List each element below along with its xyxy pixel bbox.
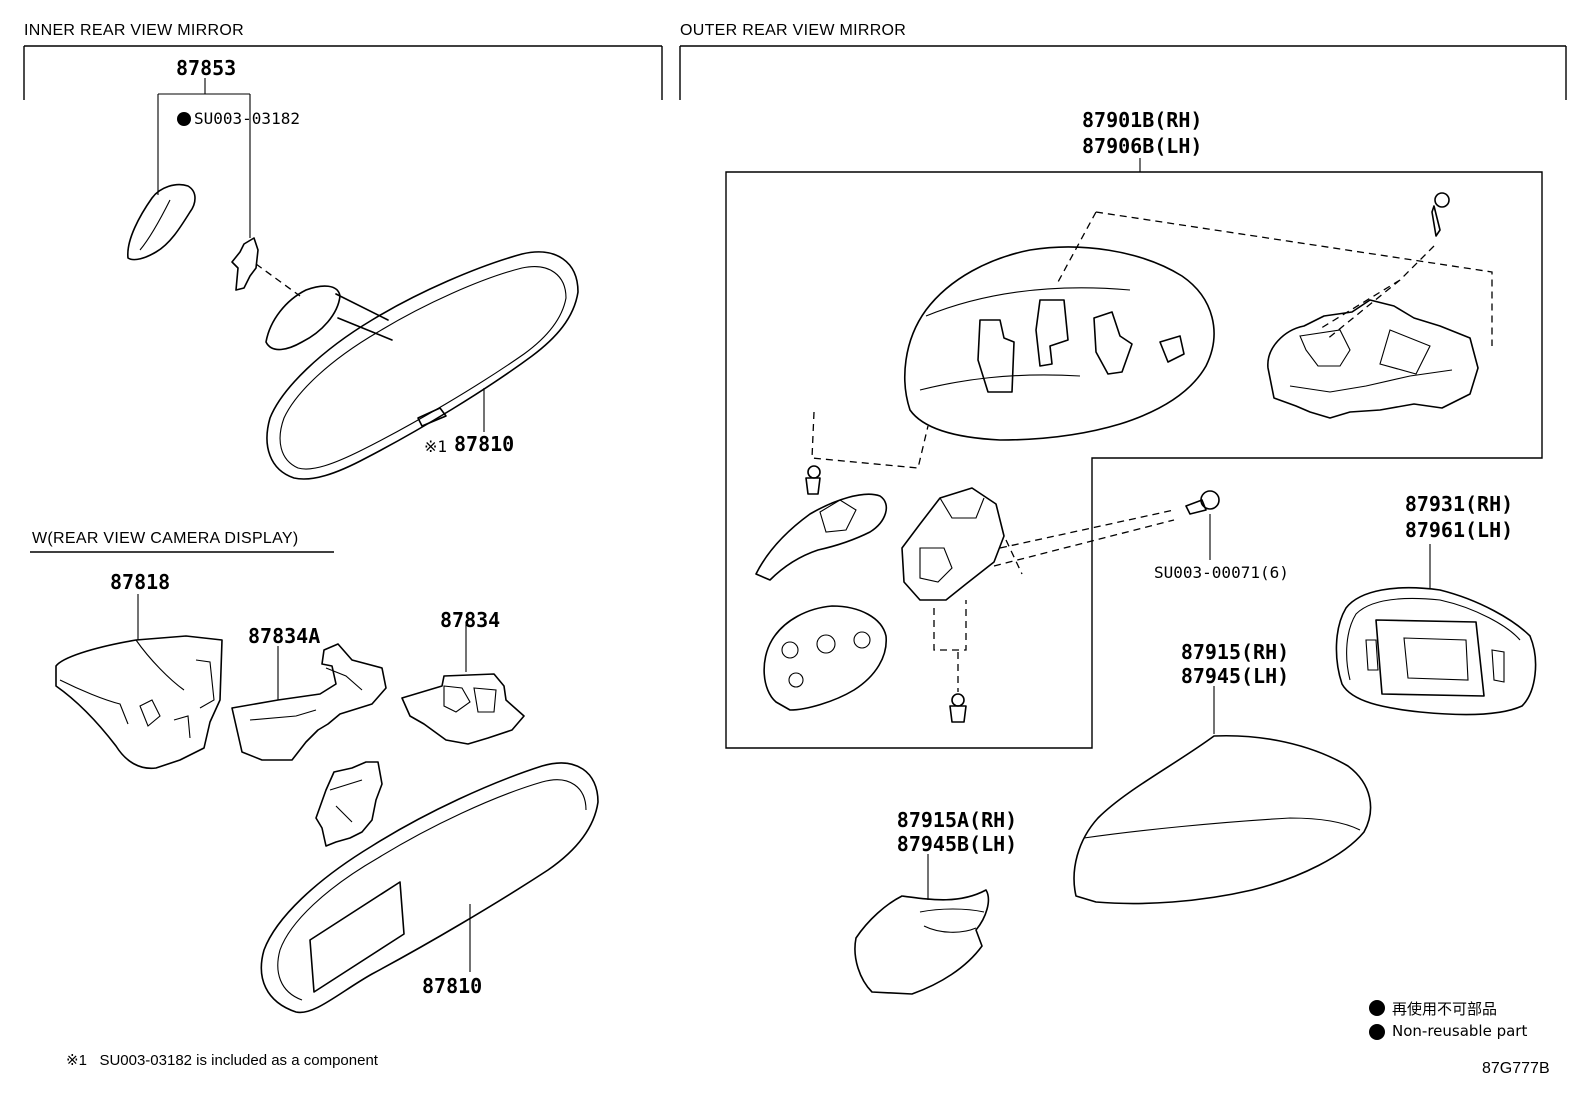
legend-dot-jp bbox=[1369, 1000, 1385, 1016]
mirror-cover-87915 bbox=[1073, 734, 1372, 905]
label-su003-00071: SU003-00071(6) bbox=[1154, 563, 1289, 582]
inner-mirror-87810 bbox=[265, 251, 579, 480]
section-title-camera: W(REAR VIEW CAMERA DISPLAY) bbox=[32, 530, 299, 547]
footnote: ※1 SU003-03182 is included as a componen… bbox=[66, 1051, 378, 1069]
mirror-motor bbox=[901, 487, 1175, 651]
camera-connector bbox=[315, 761, 383, 847]
non-reusable-dot bbox=[177, 112, 191, 126]
inner-mirror-leaders bbox=[157, 78, 251, 238]
label-87906b: 87906B(LH) bbox=[1082, 134, 1203, 158]
label-87945b: 87945B(LH) bbox=[896, 832, 1018, 856]
section-title-outer: OUTER REAR VIEW MIRROR bbox=[680, 22, 907, 39]
outer-section-bracket bbox=[679, 45, 1567, 100]
inner-section-bracket bbox=[23, 45, 663, 100]
mirror-housing bbox=[904, 246, 1215, 441]
footnote-mark: ※1 bbox=[66, 1052, 87, 1069]
camera-bracket-87834a bbox=[231, 643, 387, 761]
screw-bottom bbox=[949, 693, 967, 723]
camera-mirror-87810 bbox=[260, 762, 599, 1014]
mirror-glass-87931 bbox=[1335, 586, 1537, 716]
screw-left bbox=[805, 465, 821, 495]
mirror-base-bracket bbox=[1267, 299, 1479, 419]
label-87961: 87961(LH) bbox=[1404, 518, 1514, 542]
label-87915: 87915(RH) bbox=[1180, 640, 1290, 664]
mirror-cover-part-87853 bbox=[127, 183, 196, 261]
section-title-inner: INNER REAR VIEW MIRROR bbox=[24, 22, 244, 39]
label-87931: 87931(RH) bbox=[1404, 492, 1514, 516]
mirror-cover-piece-87915a bbox=[854, 889, 990, 995]
screw-top bbox=[1431, 192, 1450, 237]
diagram-code: 87G777B bbox=[1482, 1060, 1550, 1077]
mirror-arm bbox=[755, 493, 888, 581]
label-87834: 87834 bbox=[440, 608, 501, 632]
camera-mirror-cover-87818 bbox=[55, 635, 223, 770]
legend-en-text: Non-reusable part bbox=[1392, 1022, 1528, 1040]
label-87818: 87818 bbox=[110, 570, 171, 594]
footnote-text: SU003-03182 is included as a component bbox=[99, 1052, 378, 1069]
label-87945: 87945(LH) bbox=[1180, 664, 1290, 688]
mirror-gasket bbox=[763, 605, 887, 711]
legend-jp-text: 再使用不可部品 bbox=[1392, 1000, 1498, 1018]
label-87915a: 87915A(RH) bbox=[896, 808, 1018, 832]
label-mark1: ※1 bbox=[424, 437, 448, 456]
label-su003-03182: SU003-03182 bbox=[194, 109, 300, 128]
label-87853: 87853 bbox=[176, 56, 237, 80]
label-87810-inner: 87810 bbox=[454, 432, 515, 456]
outer-mirror-assembly-box bbox=[725, 171, 1543, 749]
label-87834a: 87834A bbox=[248, 624, 321, 648]
mirror-clip-su003-03182 bbox=[231, 237, 259, 291]
bolt-su003-00071 bbox=[1185, 490, 1220, 515]
label-87810-camera: 87810 bbox=[422, 974, 483, 998]
label-87901b: 87901B(RH) bbox=[1082, 108, 1203, 132]
legend-dot-en bbox=[1369, 1024, 1385, 1040]
camera-bracket-87834 bbox=[401, 673, 525, 745]
